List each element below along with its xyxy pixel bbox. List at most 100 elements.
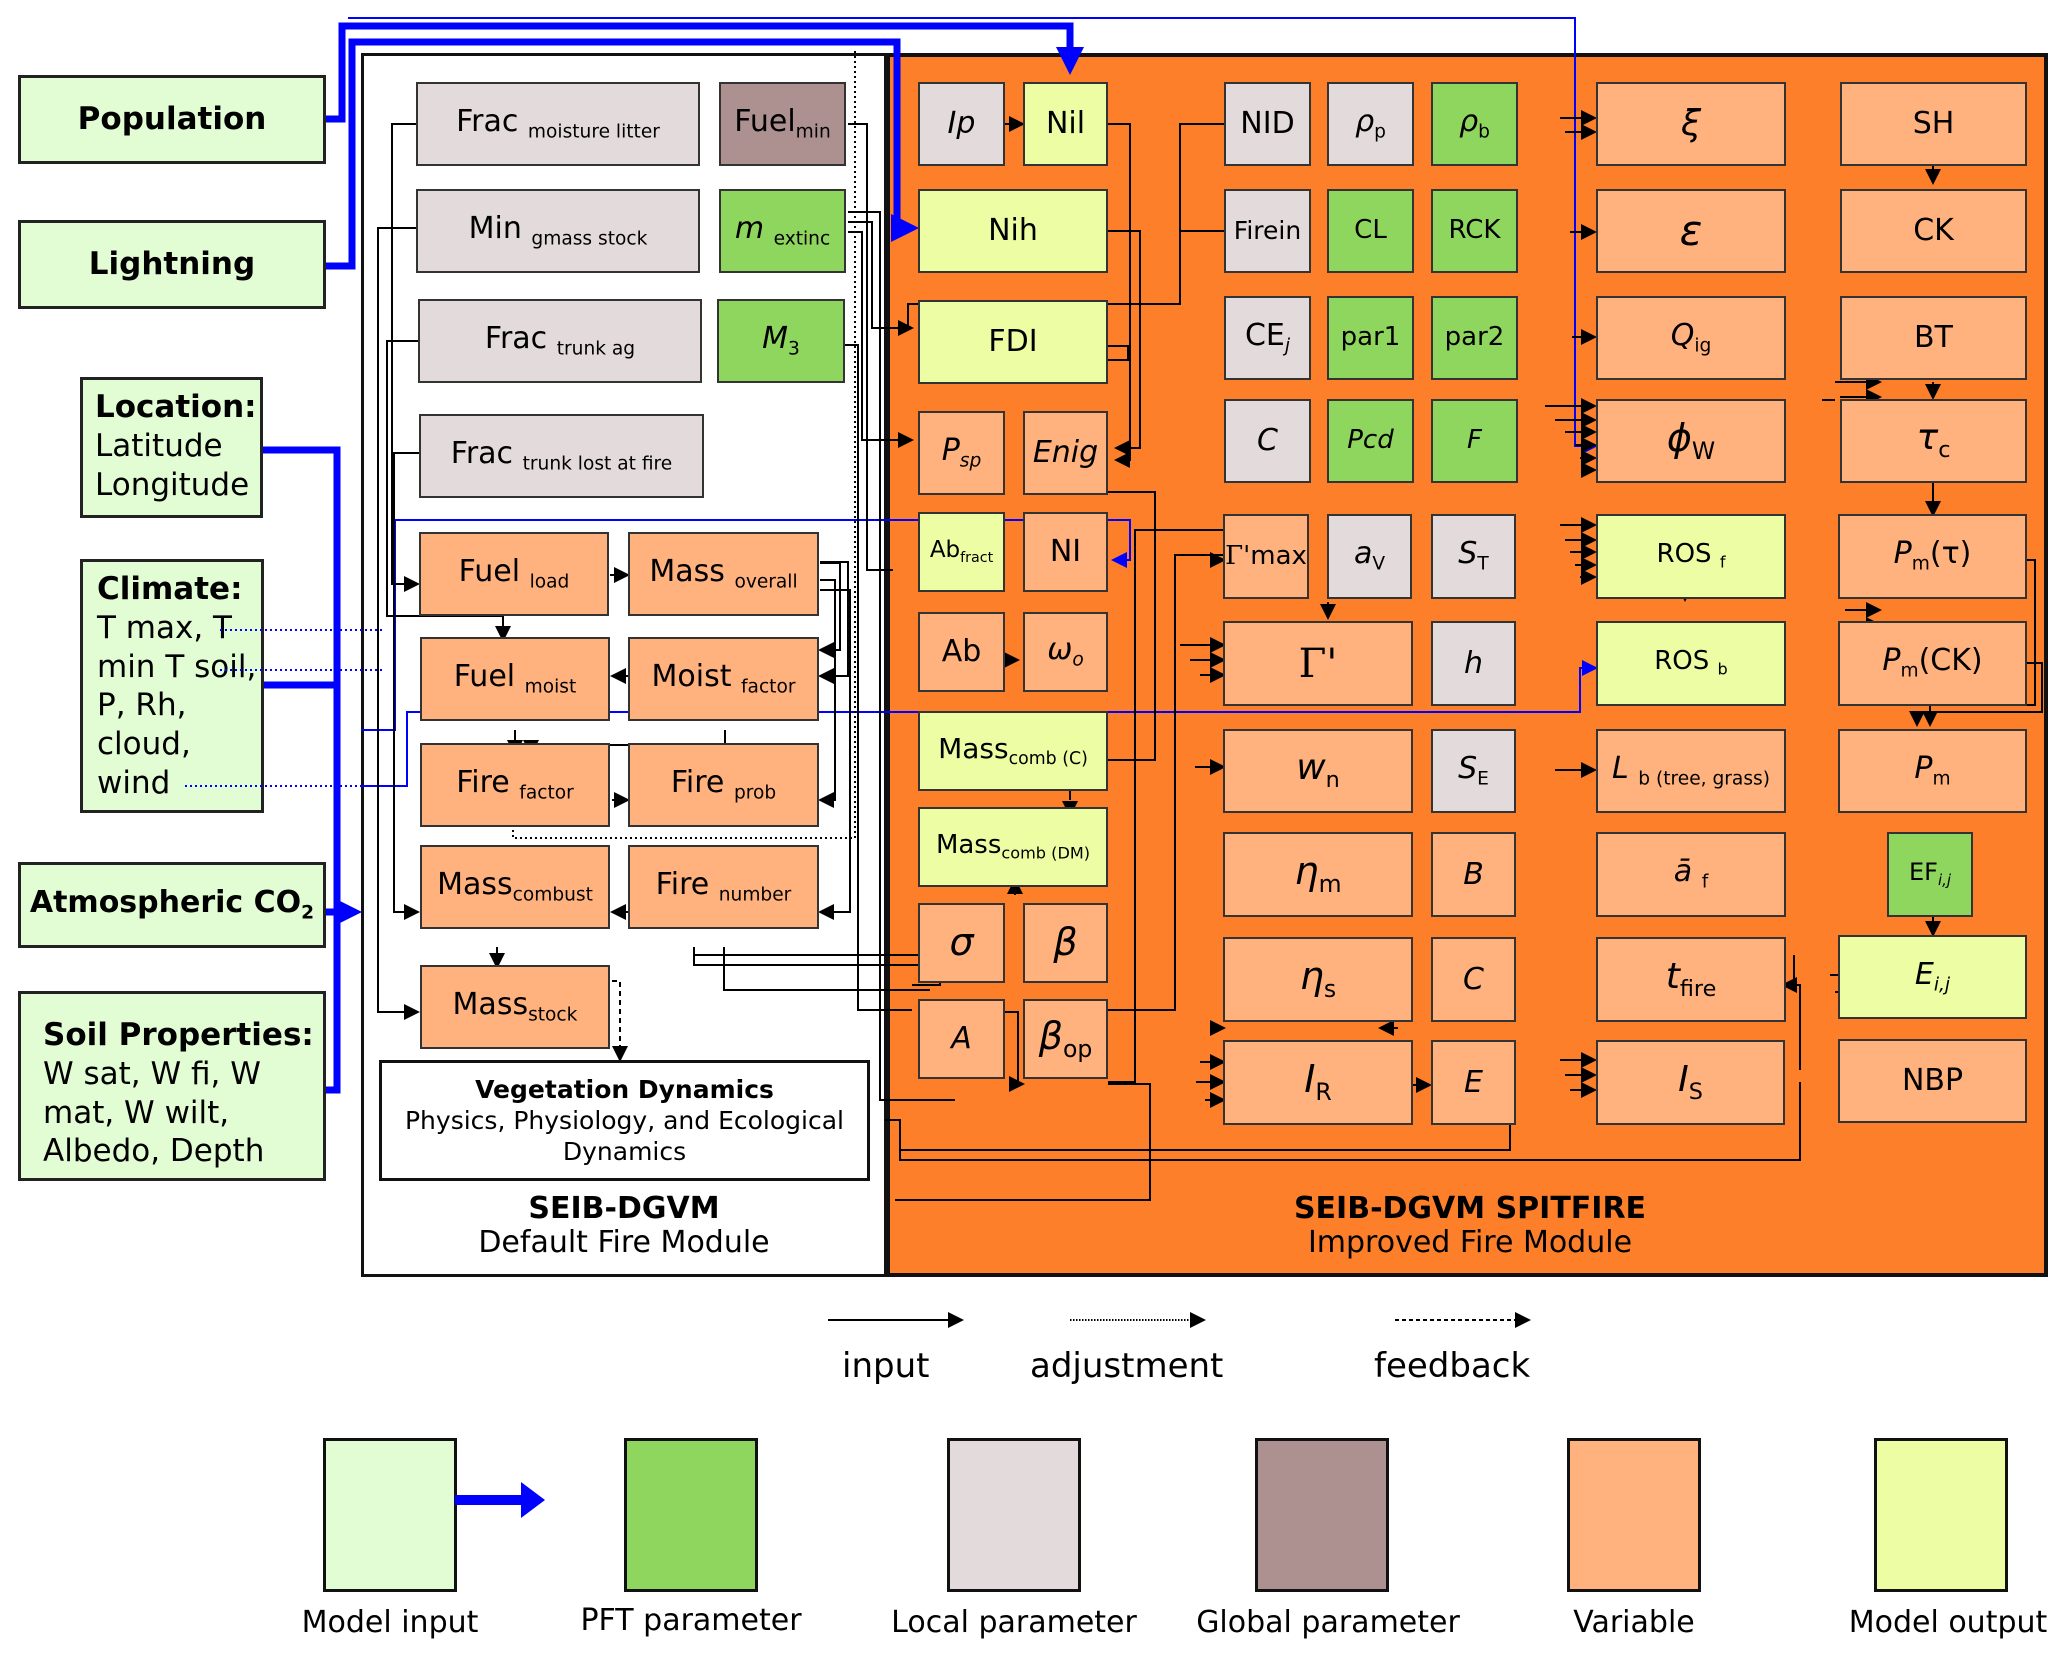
nbp-box: NBP [1838,1039,2027,1123]
gamma-box: Γ' [1223,621,1413,706]
legend-label-model-input: Model input [301,1605,479,1640]
soil-line: W mat, W wilt, [43,1055,261,1131]
t-fire-box: tfire [1596,937,1786,1022]
firein-label: Firein [1233,215,1302,245]
co2-label: Atmospheric CO2 [29,884,315,924]
soil-properties-input-box: Soil Properties: W sat, W fi, W mat, W w… [18,991,326,1181]
frac-moisture-litter-box: Frac moisture litter [416,82,700,166]
l-b-box: L b (tree, grass) [1596,729,1786,813]
pcd-label: Pcd [1347,425,1394,456]
phi-w-box: ϕW [1596,399,1786,483]
legend-swatch-variable [1567,1438,1701,1592]
atmospheric-co2-input-box: Atmospheric CO2 [18,862,326,948]
l-b-label: L b (tree, grass) [1612,750,1770,790]
mass-overall-box: Mass overall [628,532,819,616]
pm-tau-label: Pm(τ) [1893,536,1972,575]
f-label: F [1467,425,1482,456]
cl-label: CL [1354,215,1387,246]
psp-box: Psp [918,411,1005,495]
gamma-label: Γ' [1298,640,1338,687]
fire-number-box: Fire number [628,845,819,929]
gamma-max-box: Γ'max [1223,514,1309,599]
legend-blue-arrow-icon [455,1482,545,1518]
m3-label: M3 [762,320,800,360]
i-s-box: IS [1596,1040,1785,1125]
w-n-box: wn [1223,729,1413,813]
climate-line: Rh, cloud, [97,687,191,762]
par2-box: par2 [1431,296,1518,380]
q-ig-label: Qig [1670,317,1712,357]
ab-label: Ab [941,634,982,670]
location-input-box: Location: Latitude Longitude [80,377,263,518]
spitfire-module-name: SEIB-DGVM SPITFIRE [1293,1191,1647,1226]
omega-o-label: ωo [1047,631,1084,671]
soil-line: Albedo, Depth [43,1133,265,1170]
e-ij-box: Ei,j [1838,935,2027,1019]
frac-trunk-lost-at-fire-box: Frac trunk lost at fire [419,414,704,498]
beta-op-label: βop [1038,1013,1093,1063]
a-label: A [951,1021,972,1057]
gamma-max-label: Γ'max [1225,540,1307,571]
nil-box: Nil [1023,82,1108,166]
vegetation-dynamics-title: Vegetation Dynamics [475,1074,774,1104]
m-extinc-label: m extinc [734,210,831,250]
location-title: Location: [95,389,257,425]
nih-box: Nih [918,189,1108,273]
fdi-box: FDI [918,300,1108,384]
fire-factor-box: Fire factor [420,743,610,827]
ros-b-box: ROS b [1596,621,1786,706]
vegetation-dynamics-box: Vegetation Dynamics Physics, Physiology,… [379,1060,870,1181]
epsilon-box: ε [1596,189,1786,273]
legend-swatch-pft-parameter [624,1438,758,1592]
lightning-label: Lightning [88,246,256,283]
location-line: Longitude [95,466,250,503]
c-var-box: C [1431,937,1516,1022]
min-gmass-stock-label: Min gmass stock [468,210,648,250]
b-box: B [1431,832,1516,917]
ab-fract-label: Abfract [929,537,994,566]
s-e-box: SE [1431,729,1516,813]
legend-swatch-model-output [1874,1438,2008,1592]
a-v-label: aV [1353,536,1386,575]
pm-ck-label: Pm(CK) [1882,643,1983,682]
par2-label: par2 [1444,322,1505,353]
lightning-input-box: Lightning [18,220,326,309]
rho-b-label: ρb [1459,103,1490,143]
w-n-label: wn [1296,747,1340,794]
tau-c-label: τc [1916,417,1951,464]
vegetation-dynamics-line: Physics, Physiology, and Ecological [404,1105,844,1135]
climate-title: Climate: [97,571,243,607]
fuel-moist-label: Fuel moist [453,658,577,698]
tau-c-box: τc [1840,399,2027,483]
eta-s-box: ηs [1223,937,1413,1022]
b-label: B [1463,856,1484,892]
legend-input-label: input [842,1346,930,1386]
a-f-label: ā f [1673,854,1709,893]
climate-line: T max, [97,609,204,646]
pm-box: Pm [1838,729,2027,813]
s-t-label: ST [1458,536,1489,575]
rho-b-box: ρb [1431,82,1518,166]
ef-ij-label: EFi,j [1909,858,1951,890]
ros-f-label: ROS f [1656,539,1726,572]
soil-title: Soil Properties: [43,1017,314,1053]
eta-m-label: ηm [1294,849,1342,899]
mass-comb-dm-box: Masscomb (DM) [918,807,1108,887]
legend-label-pft-parameter: PFT parameter [580,1603,802,1638]
sh-label: SH [1912,106,1955,142]
legend-label-variable: Variable [1573,1605,1695,1640]
eta-m-box: ηm [1223,832,1413,917]
eta-s-label: ηs [1299,954,1337,1004]
default-module-subtitle: Default Fire Module [478,1224,770,1260]
s-t-box: ST [1431,514,1516,599]
rck-label: RCK [1448,215,1501,246]
epsilon-label: ε [1679,205,1703,255]
nil-label: Nil [1045,106,1086,142]
nih-label: Nih [988,213,1038,249]
beta-label: β [1053,920,1078,965]
rck-box: RCK [1431,189,1518,273]
frac-trunk-ag-box: Frac trunk ag [418,299,702,383]
fuel-min-label: Fuelmin [734,103,831,143]
e-box: E [1431,1040,1516,1125]
vegetation-dynamics-line: Dynamics [562,1137,687,1167]
